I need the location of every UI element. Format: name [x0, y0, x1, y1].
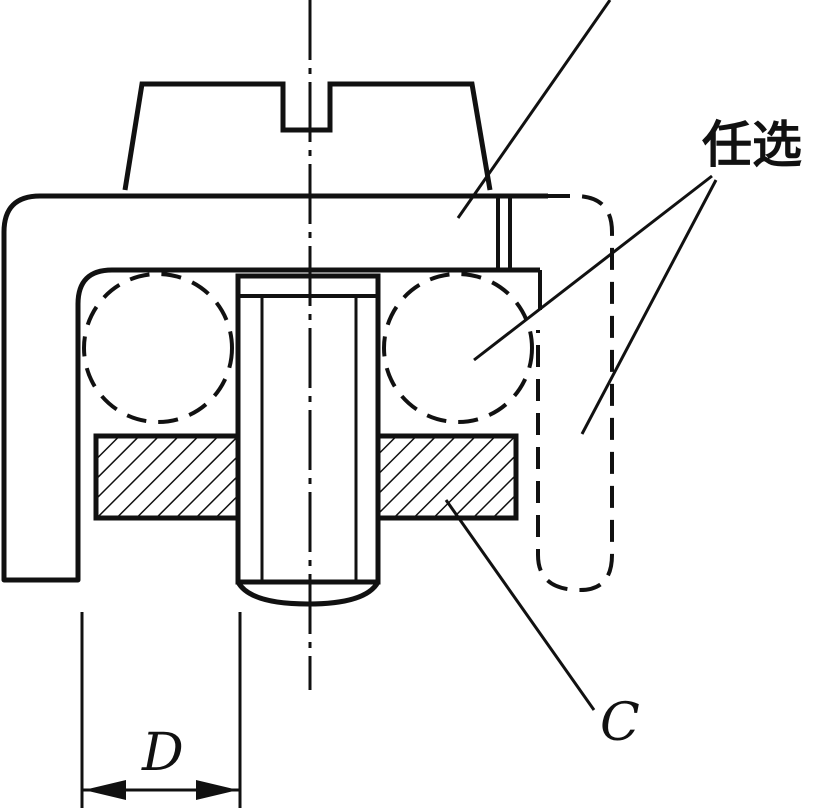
c-frame-body [1, 193, 548, 583]
leader-line-optional-ball [473, 174, 713, 362]
bolt-rounded-end [235, 580, 381, 607]
left-ball-dashed [82, 272, 234, 424]
dimension-arrow-left [84, 780, 126, 800]
leader-line-c [444, 499, 596, 711]
top-clamp-block [122, 81, 493, 191]
leader-line-optional-extension [580, 179, 718, 435]
c-label: C [600, 693, 640, 753]
right-ball-dashed [382, 272, 534, 424]
left-washer-section [93, 433, 241, 521]
d-label: D [141, 723, 184, 783]
leader-line-top [456, 0, 612, 219]
optional-label: 任选 [702, 116, 802, 174]
optional-extension-dashed [536, 194, 614, 593]
frame-step-block [496, 196, 512, 270]
dimension-arrow-right [196, 780, 238, 800]
right-washer-section [375, 433, 519, 521]
